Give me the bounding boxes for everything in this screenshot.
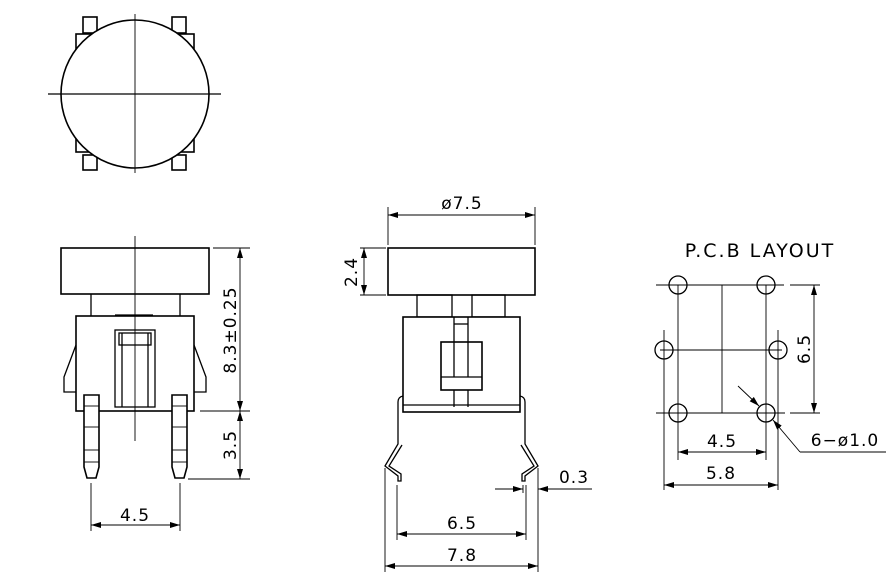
dim-lead-inner-span: 6.5 bbox=[447, 514, 477, 534]
dim-pin-length: 3.5 bbox=[221, 430, 241, 460]
dim-lead-thickness: 0.3 bbox=[559, 468, 589, 488]
cap bbox=[387, 247, 536, 296]
hole bbox=[756, 275, 776, 295]
dim-total-height: 8.3±0.25 bbox=[221, 286, 241, 373]
dim-lead-outer-span: 7.8 bbox=[447, 546, 477, 566]
hole bbox=[668, 275, 688, 295]
dim-outer-pitch: 5.8 bbox=[706, 464, 736, 484]
dim-inner-pitch: 4.5 bbox=[707, 432, 737, 452]
dim-pin-pitch: 4.5 bbox=[120, 506, 150, 526]
top-view bbox=[48, 14, 221, 173]
dim-cap-diameter: ø7.5 bbox=[441, 194, 482, 214]
pcb-layout: P.C.B LAYOUT 6.5 4.5 5.8 6−ø1.0 bbox=[654, 240, 886, 490]
pin-right bbox=[171, 394, 188, 479]
pin-left bbox=[83, 394, 100, 479]
hole-note: 6−ø1.0 bbox=[811, 431, 880, 451]
hole bbox=[668, 403, 688, 423]
hole bbox=[756, 403, 776, 423]
pcb-holes bbox=[654, 275, 788, 423]
side-view: ø7.5 2.4 0.3 6.5 7.8 bbox=[342, 194, 592, 572]
hole bbox=[768, 340, 788, 360]
dim-cap-height: 2.4 bbox=[342, 257, 362, 287]
front-view: 8.3±0.25 3.5 4.5 bbox=[60, 236, 250, 531]
pcb-layout-title: P.C.B LAYOUT bbox=[685, 240, 836, 262]
hole bbox=[654, 340, 674, 360]
dim-vertical-pitch: 6.5 bbox=[795, 334, 815, 364]
